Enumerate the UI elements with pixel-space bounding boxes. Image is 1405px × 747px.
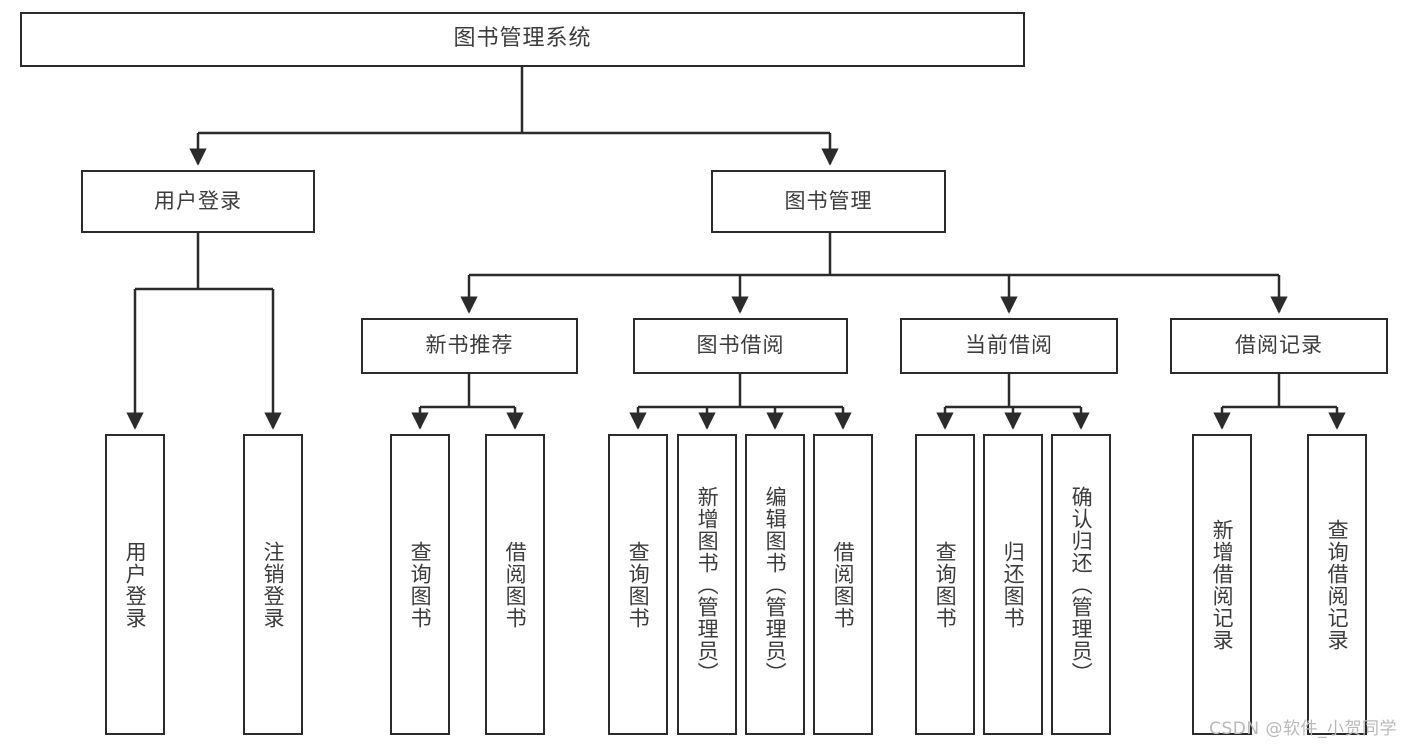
node-label: 注销登录 [261, 540, 286, 629]
node-label: 新增图书（管理员） [695, 485, 720, 684]
node-label: 用户登录 [123, 540, 148, 629]
node-user-login[interactable]: 用户登录 [81, 170, 315, 233]
leaf-borrow-query-book[interactable]: 查询图书 [608, 434, 668, 735]
leaf-record-add-record[interactable]: 新增借阅记录 [1192, 434, 1252, 735]
leaf-new-book-query-book[interactable]: 查询图书 [390, 434, 450, 735]
node-label: 图书管理 [784, 188, 873, 213]
leaf-borrow-edit-book-admin[interactable]: 编辑图书（管理员） [745, 434, 805, 735]
node-root-book-management-system[interactable]: 图书管理系统 [20, 12, 1025, 67]
csdn-watermark: CSDN @软件_小贺同学 [1209, 719, 1397, 739]
node-new-book-recommendation[interactable]: 新书推荐 [361, 318, 578, 374]
node-label: 新增借阅记录 [1210, 518, 1235, 651]
leaf-borrow-add-book-admin[interactable]: 新增图书（管理员） [677, 434, 737, 735]
node-label: 图书借阅 [696, 333, 785, 358]
node-label: 查询图书 [408, 540, 433, 629]
node-label: 用户登录 [154, 188, 242, 213]
node-label: 编辑图书（管理员） [763, 485, 788, 684]
leaf-record-query-record[interactable]: 查询借阅记录 [1307, 434, 1367, 735]
node-label: 当前借阅 [965, 333, 1053, 358]
leaf-current-return-book[interactable]: 归还图书 [983, 434, 1043, 735]
node-label: 查询图书 [933, 540, 958, 629]
leaf-user-login-login[interactable]: 用户登录 [105, 434, 165, 735]
node-label: 查询图书 [626, 540, 651, 629]
leaf-borrow-borrow-book[interactable]: 借阅图书 [813, 434, 873, 735]
node-current-borrowing[interactable]: 当前借阅 [900, 318, 1118, 374]
node-label: 确认归还（管理员） [1069, 485, 1094, 684]
leaf-current-confirm-return-admin[interactable]: 确认归还（管理员） [1051, 434, 1111, 735]
node-label: 新书推荐 [425, 333, 514, 358]
leaf-new-book-borrow-book[interactable]: 借阅图书 [485, 434, 545, 735]
node-borrowing-record[interactable]: 借阅记录 [1170, 318, 1388, 374]
node-label: 图书管理系统 [453, 26, 592, 52]
node-label: 借阅记录 [1235, 333, 1323, 358]
node-label: 借阅图书 [831, 540, 856, 629]
node-label: 查询借阅记录 [1325, 518, 1350, 651]
node-label: 归还图书 [1001, 540, 1026, 629]
node-book-management[interactable]: 图书管理 [711, 170, 946, 233]
leaf-current-query-book[interactable]: 查询图书 [915, 434, 975, 735]
node-label: 借阅图书 [503, 540, 528, 629]
leaf-user-login-logout[interactable]: 注销登录 [243, 434, 303, 735]
node-book-borrowing[interactable]: 图书借阅 [633, 318, 848, 374]
